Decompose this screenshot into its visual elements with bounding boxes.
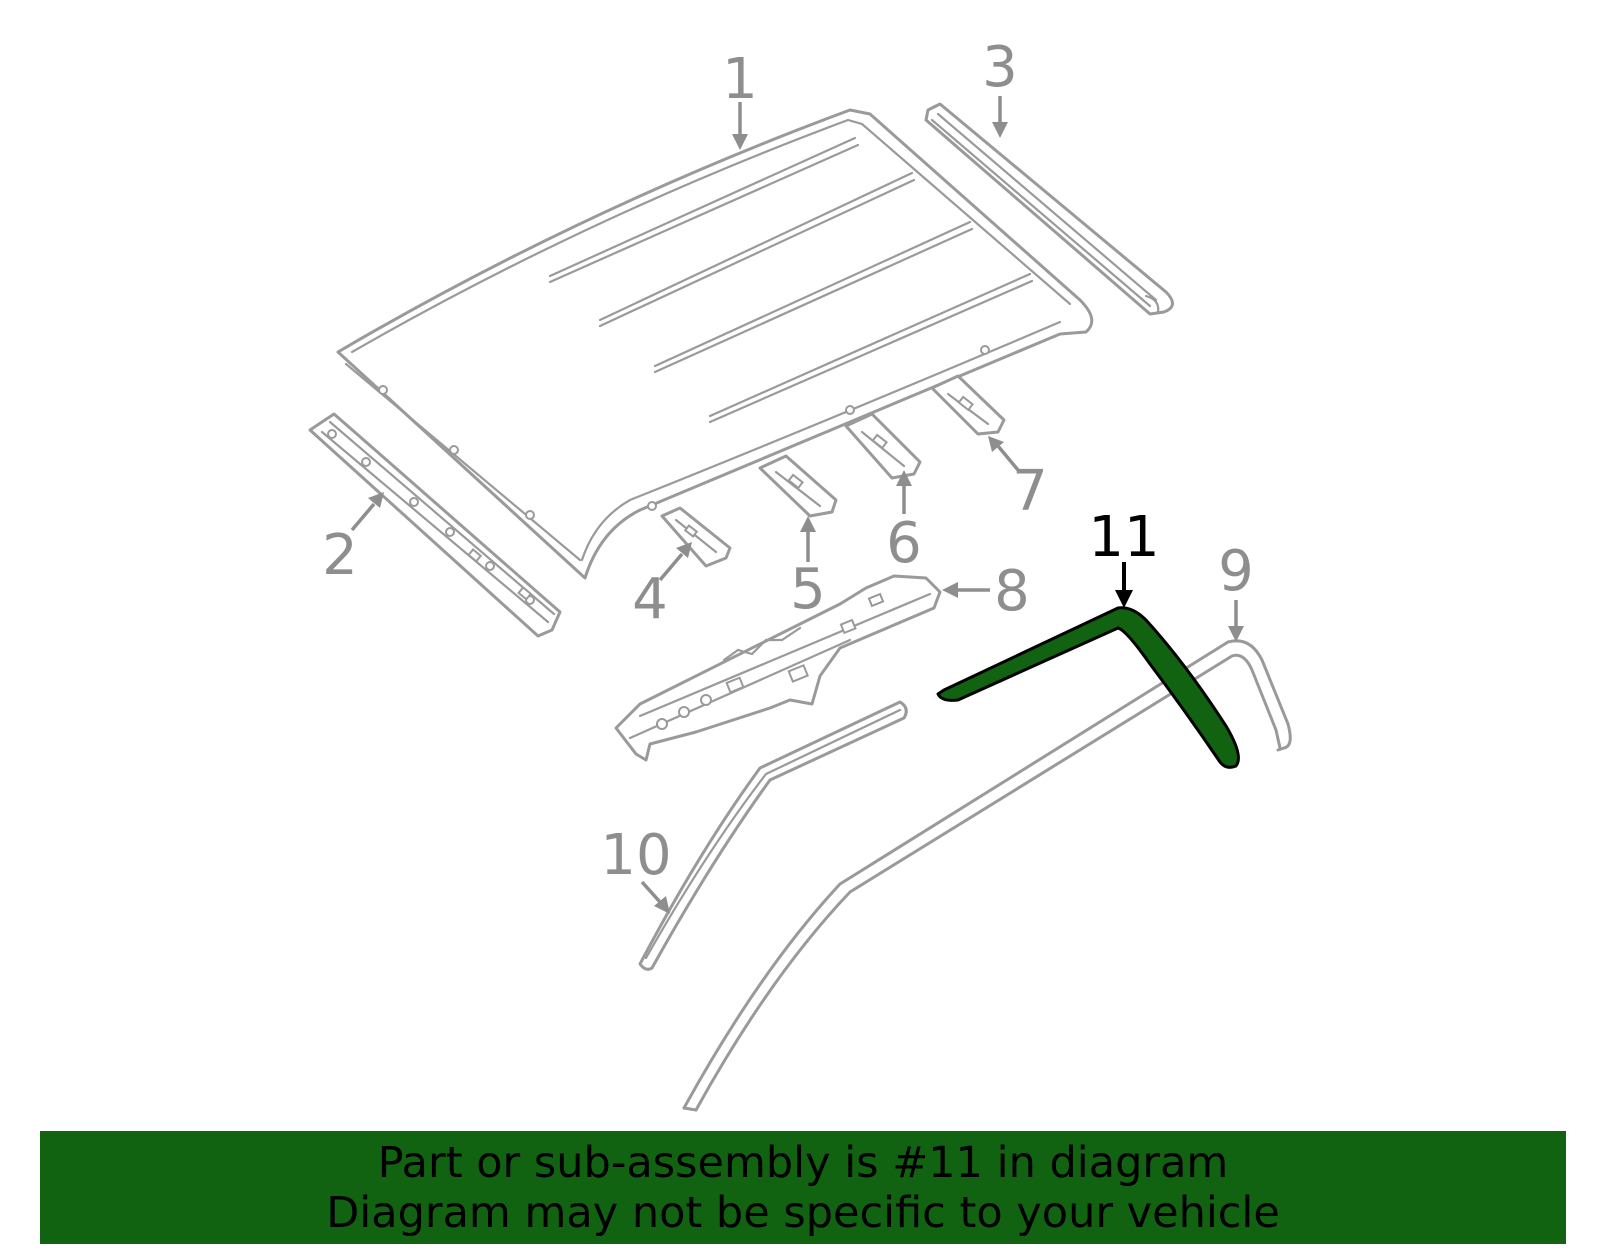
part-10-front-rail[interactable] xyxy=(638,700,908,971)
callout-3: 3 xyxy=(982,35,1018,100)
banner-line-disclaimer: Diagram may not be specific to your vehi… xyxy=(326,1187,1280,1238)
part-11-molding-highlighted[interactable] xyxy=(936,606,1240,769)
callout-2: 2 xyxy=(322,523,358,588)
part-2-front-header[interactable] xyxy=(308,412,562,638)
callout-1: 1 xyxy=(722,47,758,112)
callout-7: 7 xyxy=(1012,459,1048,524)
callout-5: 5 xyxy=(790,557,826,622)
part-5-roof-bow[interactable] xyxy=(758,454,838,518)
callout-8: 8 xyxy=(994,559,1030,624)
callout-10: 10 xyxy=(600,823,671,888)
part-7-roof-bow[interactable] xyxy=(930,374,1006,436)
part-4-roof-bow[interactable] xyxy=(660,506,732,568)
callout-9: 9 xyxy=(1218,539,1254,604)
part-9-side-rail[interactable] xyxy=(682,639,1292,1112)
callout-arrows xyxy=(350,96,1244,914)
callout-6: 6 xyxy=(886,511,922,576)
part-1-roof-panel[interactable] xyxy=(336,108,1094,580)
part-6-roof-bow[interactable] xyxy=(844,412,922,480)
callout-4: 4 xyxy=(632,567,668,632)
part-3-rear-header[interactable] xyxy=(924,102,1174,316)
banner-line-part-number: Part or sub-assembly is #11 in diagram xyxy=(377,1137,1229,1188)
info-banner: Part or sub-assembly is #11 in diagram D… xyxy=(40,1131,1566,1244)
part-8-reinforcement[interactable] xyxy=(614,574,942,762)
callout-11-highlighted: 11 xyxy=(1088,505,1159,570)
